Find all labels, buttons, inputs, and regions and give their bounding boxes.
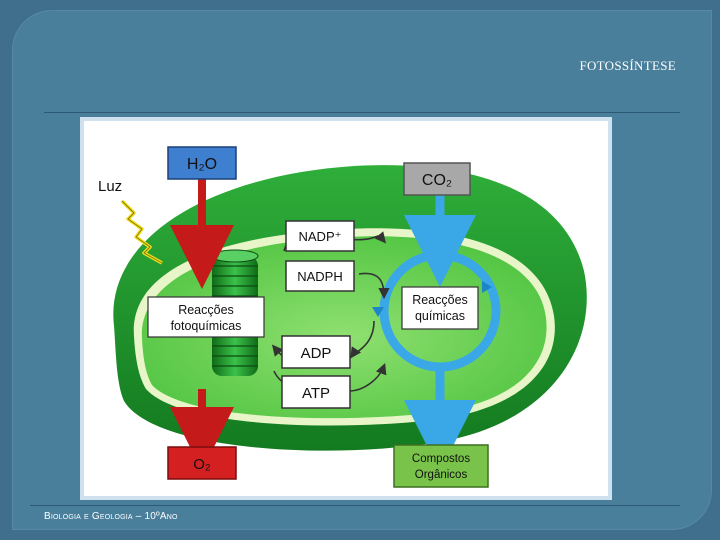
photochemical-line2: fotoquímicas	[171, 319, 242, 333]
chemical-line2: químicas	[415, 309, 465, 323]
bottom-rule	[30, 505, 680, 506]
organic-line2: Orgânicos	[415, 469, 468, 481]
o2-box: O₂	[167, 446, 237, 480]
light-label: Luz	[98, 178, 122, 195]
h2o-box: H₂O	[167, 146, 237, 180]
top-rule	[44, 112, 680, 113]
chemical-box: Reacções químicas	[401, 286, 479, 330]
nadp-box: NADP⁺	[285, 220, 355, 252]
slide-footer: Biologia e Geologia – 10ºAno	[44, 511, 178, 522]
photosynthesis-figure: H₂O CO₂ O₂ Compostos Orgânicos NADP⁺ NAD…	[80, 117, 612, 500]
nadph-label: NADPH	[297, 269, 343, 284]
nadp-label: NADP⁺	[299, 229, 342, 244]
chemical-line1: Reacções	[412, 293, 468, 307]
co2-box: CO₂	[403, 162, 471, 196]
photochemical-box: Reacções fotoquímicas	[147, 296, 265, 338]
adp-label: ADP	[301, 345, 332, 362]
organic-line1: Compostos	[412, 453, 470, 465]
co2-label: CO₂	[422, 172, 452, 189]
organic-box: Compostos Orgânicos	[393, 444, 489, 488]
o2-label: O₂	[193, 456, 211, 473]
atp-box: ATP	[281, 375, 351, 409]
atp-label: ATP	[302, 385, 330, 402]
nadph-box: NADPH	[285, 260, 355, 292]
photosynthesis-diagram: H₂O CO₂ O₂ Compostos Orgânicos NADP⁺ NAD…	[98, 146, 587, 488]
adp-box: ADP	[281, 335, 351, 369]
slide-title: FOTOSSÍNTESE	[579, 58, 676, 73]
photochemical-line1: Reacções	[178, 303, 234, 317]
h2o-label: H₂O	[187, 156, 217, 173]
